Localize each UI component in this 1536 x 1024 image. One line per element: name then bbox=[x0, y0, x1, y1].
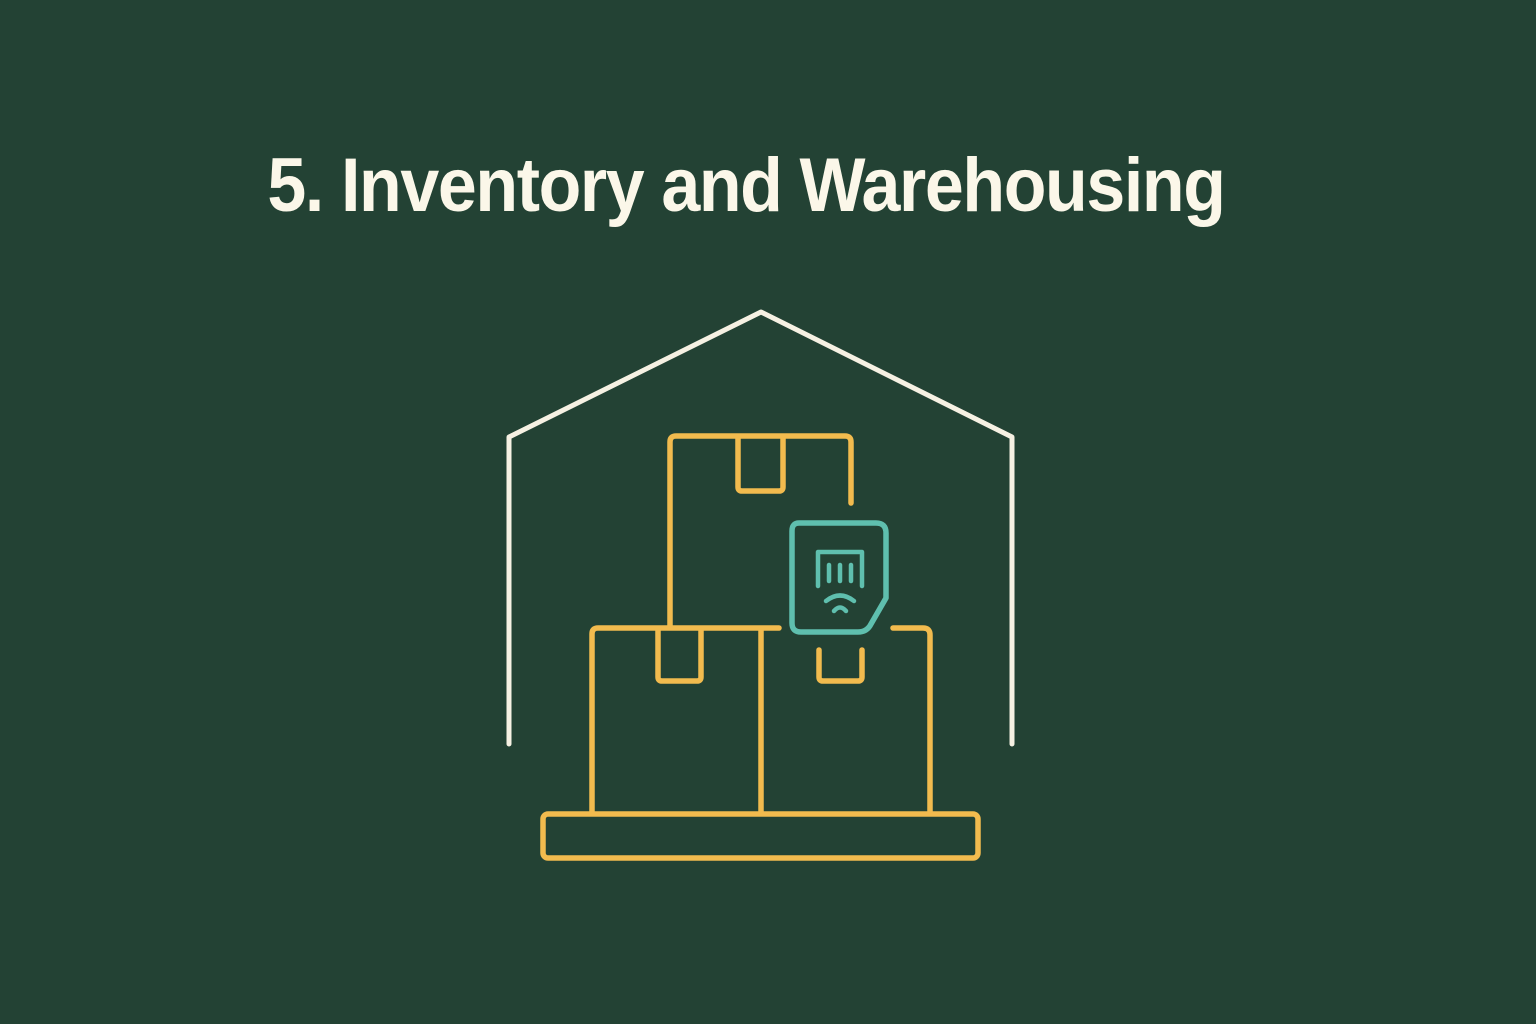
slide-title: 5. Inventory and Warehousing bbox=[267, 143, 1226, 228]
cardboard-box-bottom-right-icon bbox=[816, 625, 933, 815]
pallet-icon bbox=[540, 811, 981, 861]
warehouse-roof-outline-icon bbox=[506, 309, 1015, 747]
rfid-barcode-tag-icon bbox=[789, 520, 889, 635]
cardboard-box-top-icon bbox=[667, 433, 854, 630]
cardboard-box-bottom-left-icon bbox=[589, 625, 782, 815]
